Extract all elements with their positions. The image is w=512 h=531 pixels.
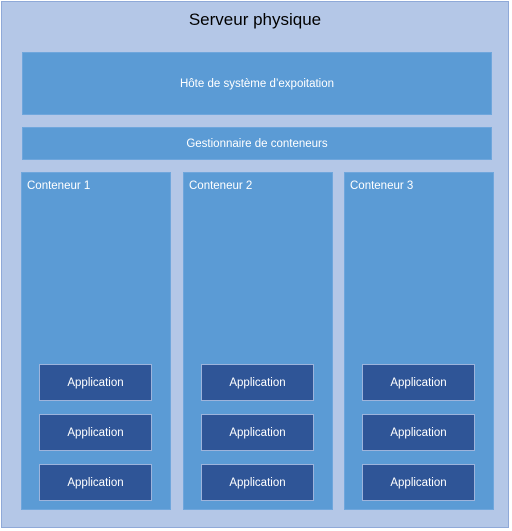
application-box: Application <box>201 364 314 401</box>
container-manager-label: Gestionnaire de conteneurs <box>186 137 328 150</box>
application-label: Application <box>390 376 447 389</box>
os-host-label: Hôte de système d’expoitation <box>179 77 335 90</box>
container-2: Conteneur 2 Application Application Appl… <box>183 172 333 510</box>
application-label: Application <box>229 426 286 439</box>
os-host-layer: Hôte de système d’expoitation <box>22 52 492 115</box>
application-box: Application <box>362 364 475 401</box>
server-title: Serveur physique <box>188 10 322 29</box>
container-label: Conteneur 3 <box>350 180 414 192</box>
application-box: Application <box>201 464 314 501</box>
application-label: Application <box>390 426 447 439</box>
application-label: Application <box>67 376 124 389</box>
application-label: Application <box>229 476 286 489</box>
application-label: Application <box>390 476 447 489</box>
application-box: Application <box>362 414 475 451</box>
application-box: Application <box>201 414 314 451</box>
container-1: Conteneur 1 Application Application Appl… <box>21 172 171 510</box>
application-box: Application <box>39 364 152 401</box>
application-label: Application <box>229 376 286 389</box>
application-label: Application <box>67 426 124 439</box>
application-box: Application <box>362 464 475 501</box>
container-label: Conteneur 1 <box>27 180 91 192</box>
application-label: Application <box>67 476 124 489</box>
application-box: Application <box>39 464 152 501</box>
container-label: Conteneur 2 <box>189 180 253 192</box>
application-box: Application <box>39 414 152 451</box>
container-3: Conteneur 3 Application Application Appl… <box>344 172 494 510</box>
container-manager-layer: Gestionnaire de conteneurs <box>22 127 492 160</box>
